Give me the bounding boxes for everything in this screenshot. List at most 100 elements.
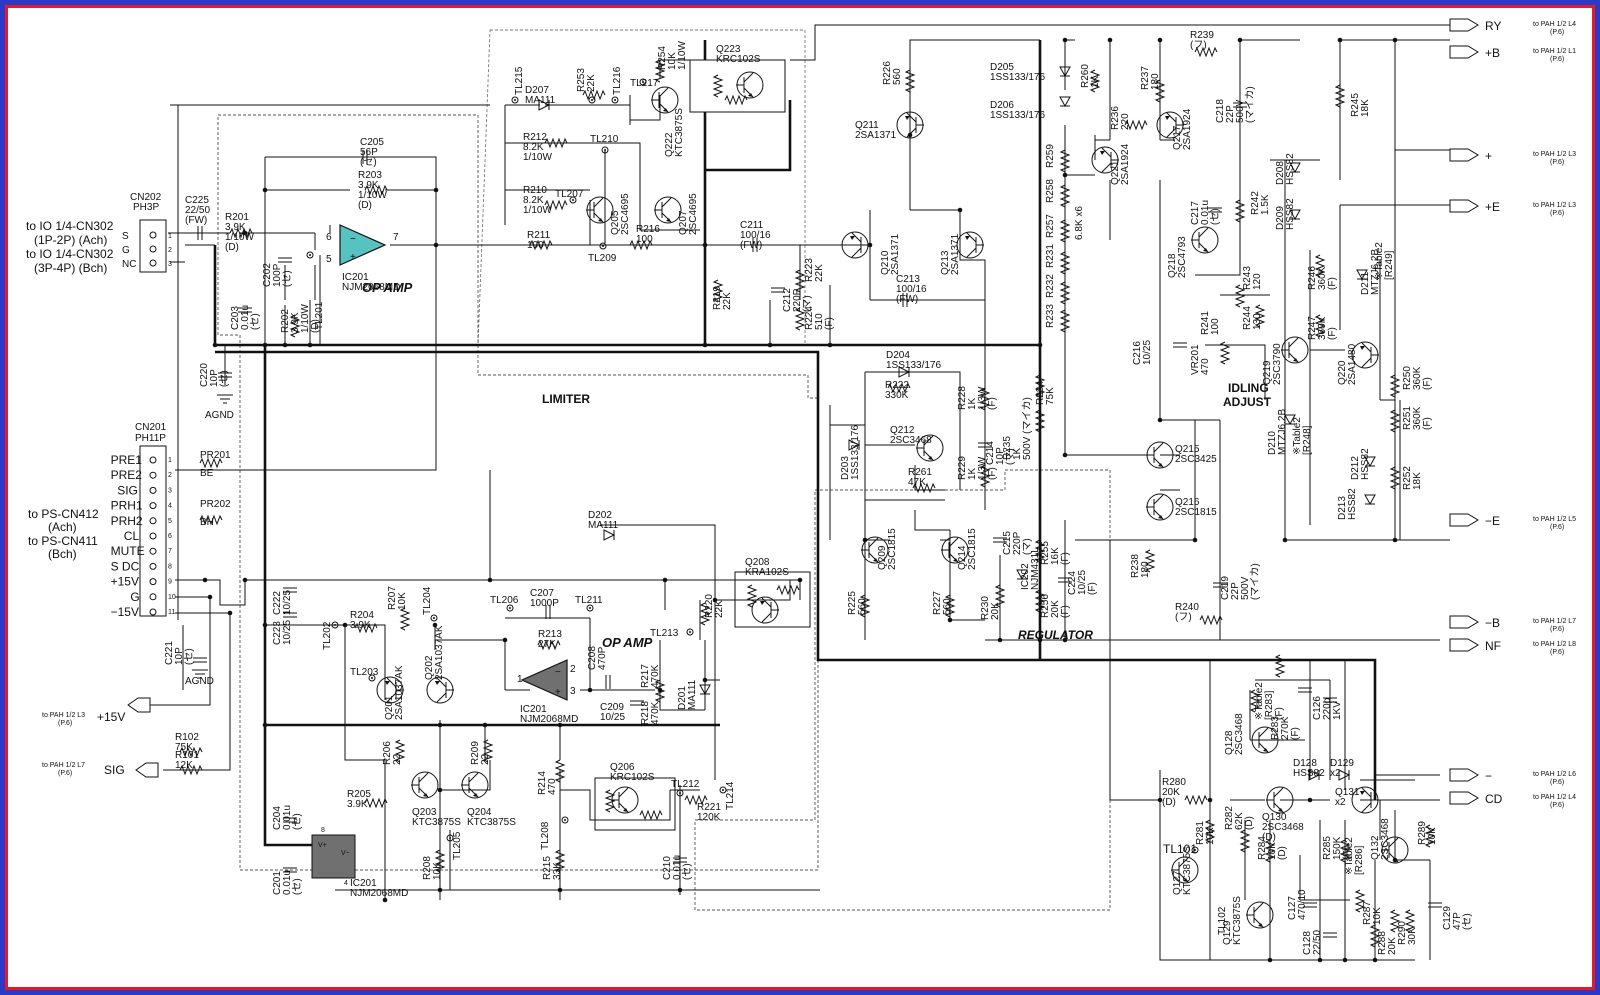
cn202-pin-2: NC <box>122 259 136 270</box>
label-r210-1: 8.2K <box>523 195 544 206</box>
label-tl204: TL204 <box>422 586 433 615</box>
label-r226-1: 560 <box>892 68 903 85</box>
label-c205-1: 56P <box>360 147 378 158</box>
label-q128-0: Q128 <box>1224 730 1235 755</box>
label-q223-1: KRC102S <box>716 54 761 65</box>
label-r202-2: 1/10W <box>300 304 311 333</box>
output-text-0: to PAH 1/2 L4 <box>1533 21 1576 28</box>
junction-dot <box>947 617 953 623</box>
label-c213-1: 100/16 <box>896 284 927 295</box>
label-r201-3: (D) <box>225 242 239 253</box>
label-r207-1: 10K <box>397 592 408 610</box>
label-r212-1: 8.2K <box>523 142 544 153</box>
label-q215-1: 2SC3425 <box>1175 454 1217 465</box>
output-page-1: (P.6) <box>1550 56 1564 63</box>
label-c221-2: (セ) <box>183 648 195 665</box>
label-q219-1: 2SC3790 <box>1272 343 1283 385</box>
label-tl207: TL207 <box>555 189 584 200</box>
output-text-1: to PAH 1/2 L1 <box>1533 48 1576 55</box>
junction-dot <box>1037 342 1043 348</box>
label-pr202-1: BH <box>200 517 214 528</box>
cn201-pin-hole <box>149 471 157 479</box>
label-q201-1: 2SA1037AK <box>394 665 405 720</box>
label-r250-0: R250 <box>1402 366 1413 390</box>
cn201-ref: CN201 <box>135 422 167 433</box>
junction-dot <box>827 342 833 348</box>
label-c213-0: C213 <box>896 274 920 285</box>
label-pr201-0: PR201 <box>200 450 231 461</box>
label-r205-0: R205 <box>347 789 371 800</box>
label-q221-1: 2SA1924 <box>1120 143 1131 185</box>
cn201-pinnum-1: 2 <box>168 472 172 479</box>
label-c212-1: 220P <box>792 288 803 312</box>
agnd-symbol-upper <box>217 394 233 404</box>
junction-dot <box>997 637 1003 643</box>
label-pr202-0: PR202 <box>200 499 231 510</box>
label-c203-2: (セ) <box>249 313 261 330</box>
junction-dot <box>1157 797 1163 803</box>
output-text-6: to PAH 1/2 L8 <box>1533 641 1576 648</box>
label-tl215: TL215 <box>514 66 525 95</box>
label-r280-1: 20K <box>1162 787 1180 798</box>
label-r255-1: 16K <box>1050 547 1061 565</box>
junction-dot <box>227 610 233 616</box>
label-r229-2: 1/3W <box>977 456 988 480</box>
label-tl102: TL102 <box>1217 906 1228 935</box>
label-q208-1: KRA102S <box>745 567 789 578</box>
label-d129-1: x2 <box>1330 768 1341 779</box>
label-r283-0: R283 <box>1270 716 1281 740</box>
label-r215-0: R215 <box>542 856 553 880</box>
label-r290-1: 30K <box>1407 927 1418 945</box>
label-c225-0: C225 <box>185 195 209 206</box>
label-d206-0: D206 <box>990 100 1014 111</box>
junction-dot <box>1157 37 1163 43</box>
label-q222-1: KTC3875S <box>674 108 685 157</box>
label-d208-1: HSS82 <box>1285 153 1296 185</box>
label-pr201-1: BE <box>200 468 214 479</box>
label-r283-2: (F) <box>1290 727 1301 740</box>
label-c211-2: (FW) <box>740 240 762 251</box>
label-ic201a-1: NJM2068MD <box>342 282 400 293</box>
svg-text:V+: V+ <box>318 842 327 849</box>
regulator-title: REGULATOR <box>1018 628 1093 642</box>
label-d203-0: D203 <box>840 456 851 480</box>
label-tl208: TL208 <box>540 821 551 850</box>
label-ic201b-0: IC201 <box>520 704 547 715</box>
output-text-2: to PAH 1/2 L3 <box>1533 151 1576 158</box>
junction-dot <box>1392 537 1398 543</box>
label-r247-2: (F) <box>1327 327 1338 340</box>
label-r228-2: 1/3W <box>977 386 988 410</box>
output-signal-4: −E <box>1485 514 1500 528</box>
label-c219-2: 500V <box>1240 576 1251 600</box>
ps-line4: (Bch) <box>48 547 77 561</box>
label-r244-1: 130 <box>1252 313 1263 330</box>
label-q127-0: Q127 <box>1172 870 1183 895</box>
label-r229-0: R229 <box>957 456 968 480</box>
label-r253-0: R253 <box>576 68 587 92</box>
label-r225-0: R225 <box>847 591 858 615</box>
junction-dot <box>1342 957 1348 963</box>
label-r234-0: R234 <box>1035 381 1046 405</box>
ps-line1: to PS-CN412 <box>28 507 99 521</box>
label-r241-1: 100 <box>1210 318 1221 335</box>
cn201-pin-5: CL <box>124 529 140 543</box>
label-r282-0: R282 <box>1224 806 1235 830</box>
label-q220-1: 2SA1480 <box>1347 343 1358 385</box>
junction-dot <box>212 342 218 348</box>
cn201-pin-3: PRH1 <box>111 499 143 513</box>
label-r287-1: 10K <box>1372 907 1383 925</box>
label-d207-1: MA111 <box>525 95 556 106</box>
label-r255-0: R255 <box>1040 541 1051 565</box>
label-r283-1: 270K <box>1280 716 1291 740</box>
cn201-pin-hole <box>149 562 157 570</box>
junction-dot <box>1392 37 1398 43</box>
junction-dot <box>262 187 268 193</box>
label-q132-0: Q132 <box>1370 835 1381 860</box>
label-c203-0: C203 <box>230 306 241 330</box>
junction-dot <box>282 342 288 348</box>
label-q218-0: Q218 <box>1167 253 1178 278</box>
inner-border-red <box>5 5 1595 990</box>
label-c209-0: C209 <box>600 702 624 713</box>
